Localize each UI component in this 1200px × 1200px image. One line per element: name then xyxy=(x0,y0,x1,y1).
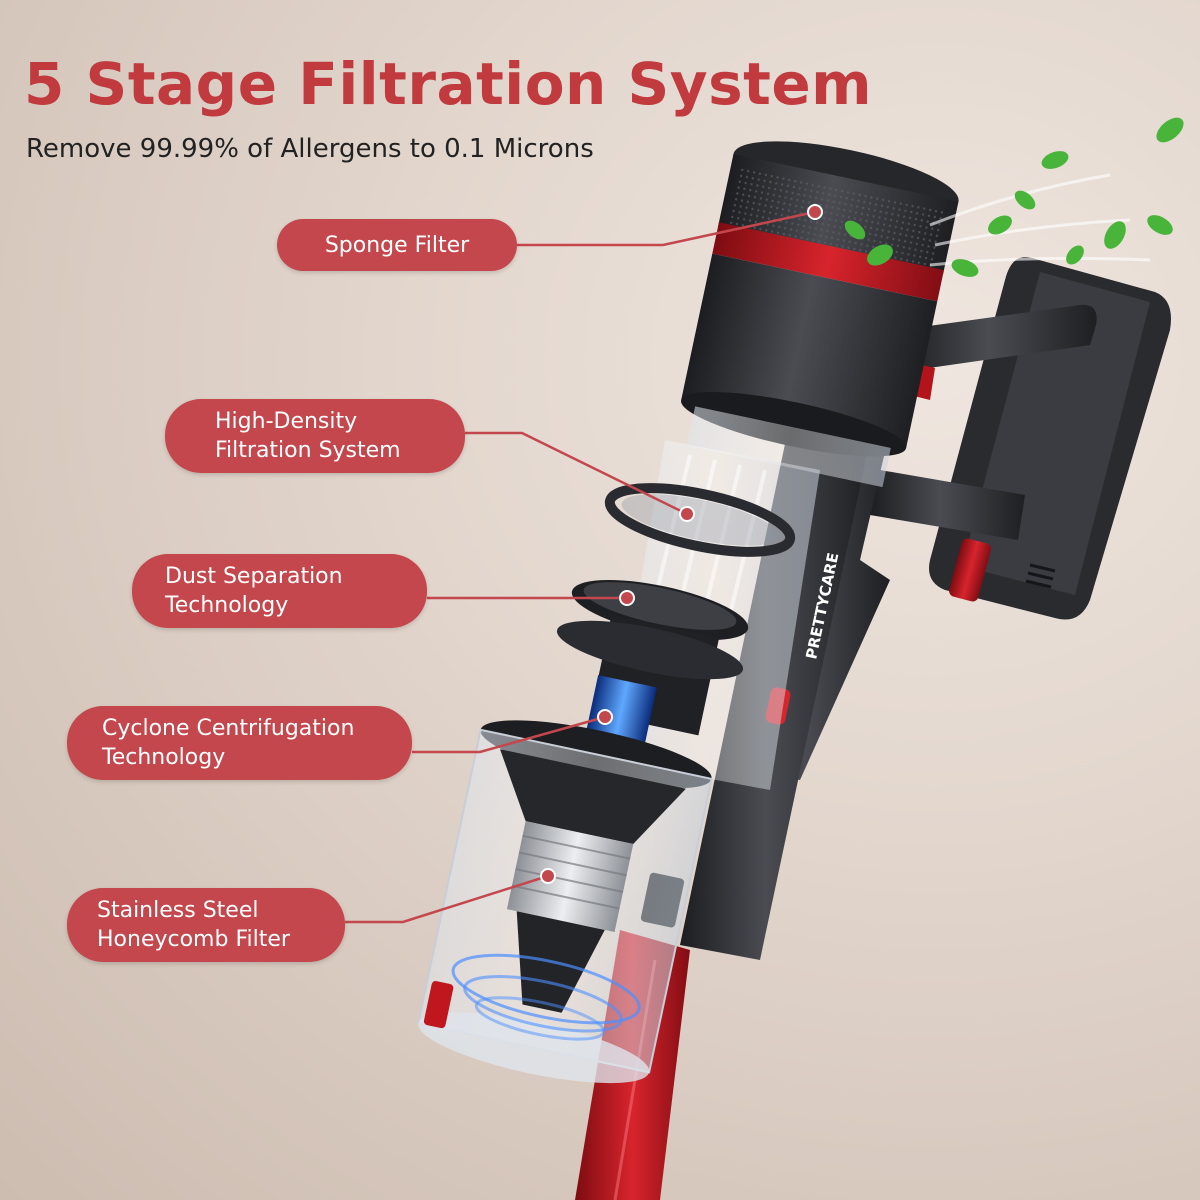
callout-dust-separation: Dust Separation Technology xyxy=(132,554,427,628)
page-subtitle: Remove 99.99% of Allergens to 0.1 Micron… xyxy=(26,134,594,164)
callout-line: Stainless Steel xyxy=(97,898,259,923)
page-title: 5 Stage Filtration System xyxy=(24,50,873,118)
callout-leaders xyxy=(345,210,816,924)
callout-line: Honeycomb Filter xyxy=(97,927,290,952)
callout-sponge-filter: Sponge Filter xyxy=(277,219,517,271)
callout-line: Dust Separation xyxy=(165,564,343,589)
callout-line: Technology xyxy=(102,745,226,770)
callout-line: Cyclone Centrifugation xyxy=(102,716,355,741)
callout-high-density-filtration: High-Density Filtration System xyxy=(165,399,465,473)
dust-bin xyxy=(417,720,713,1084)
callout-honeycomb-filter: Stainless Steel Honeycomb Filter xyxy=(67,888,345,962)
motor-unit xyxy=(681,141,959,488)
callout-line: Technology xyxy=(165,593,289,618)
leaf-airflow xyxy=(844,117,1184,277)
callout-line: High-Density xyxy=(215,409,358,434)
callout-cyclone-centrifugation: Cyclone Centrifugation Technology xyxy=(67,706,412,780)
callout-dots xyxy=(540,204,823,884)
callout-line: Filtration System xyxy=(215,438,401,463)
callout-line: Sponge Filter xyxy=(324,232,470,258)
